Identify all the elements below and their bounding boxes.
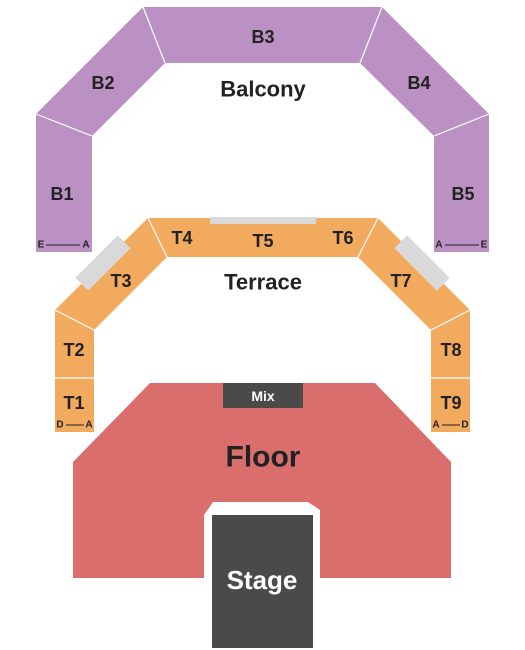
b1-row-outer: E [38, 240, 45, 251]
section-t9-label: T9 [440, 393, 461, 413]
mix-position [223, 383, 303, 408]
section-b3-label: B3 [251, 27, 274, 47]
t9-row-inner: A [432, 420, 439, 431]
b5-row-outer: E [481, 240, 488, 251]
section-b3[interactable] [143, 7, 382, 63]
terrace-dividers [54, 217, 471, 379]
t1-row-inner: A [85, 420, 92, 431]
section-t4[interactable] [148, 218, 210, 257]
section-floor[interactable] [73, 383, 451, 578]
stage-label: Stage [227, 565, 298, 595]
section-t5[interactable] [210, 224, 316, 257]
section-t9[interactable] [431, 378, 470, 432]
floor-level: Floor Mix Stage [73, 383, 451, 648]
section-b1-label: B1 [50, 184, 73, 204]
section-t1-label: T1 [63, 393, 84, 413]
section-b5-label: B5 [451, 184, 474, 204]
section-t3-label: T3 [110, 271, 131, 291]
section-t7[interactable] [358, 218, 470, 330]
section-t3[interactable] [55, 218, 167, 330]
balcony-level: B1 B2 B3 B4 B5 E A A E Balcony [35, 6, 490, 252]
section-t8-label: T8 [440, 340, 461, 360]
stage [212, 515, 313, 648]
section-t7-label: T7 [390, 271, 411, 291]
mix-label: Mix [251, 388, 275, 404]
section-b2-label: B2 [91, 73, 114, 93]
section-b1[interactable] [36, 114, 92, 252]
t3-rail [75, 235, 131, 291]
section-t1[interactable] [55, 378, 94, 432]
section-t2-label: T2 [63, 340, 84, 360]
floor-label: Floor [226, 441, 301, 474]
b1-row-inner: A [82, 240, 89, 251]
balcony-dividers [35, 6, 490, 137]
section-b2[interactable] [36, 7, 165, 136]
section-b4[interactable] [360, 7, 489, 136]
section-t2[interactable] [55, 310, 94, 378]
section-b5[interactable] [434, 114, 489, 252]
balcony-label: Balcony [220, 77, 306, 102]
section-t6-label: T6 [332, 228, 353, 248]
terrace-label: Terrace [224, 270, 302, 295]
section-t5-label: T5 [252, 231, 273, 251]
section-b4-label: B4 [407, 73, 430, 93]
t7-rail [394, 235, 450, 291]
section-t8[interactable] [431, 310, 470, 378]
t1-row-outer: D [56, 420, 63, 431]
b5-row-inner: A [435, 240, 442, 251]
t5-rail [210, 217, 316, 224]
t9-row-outer: D [461, 420, 468, 431]
terrace-level: T1 T2 T3 T4 T5 T6 T7 T8 T9 D A A D Terra… [54, 217, 471, 432]
section-t4-label: T4 [171, 228, 192, 248]
